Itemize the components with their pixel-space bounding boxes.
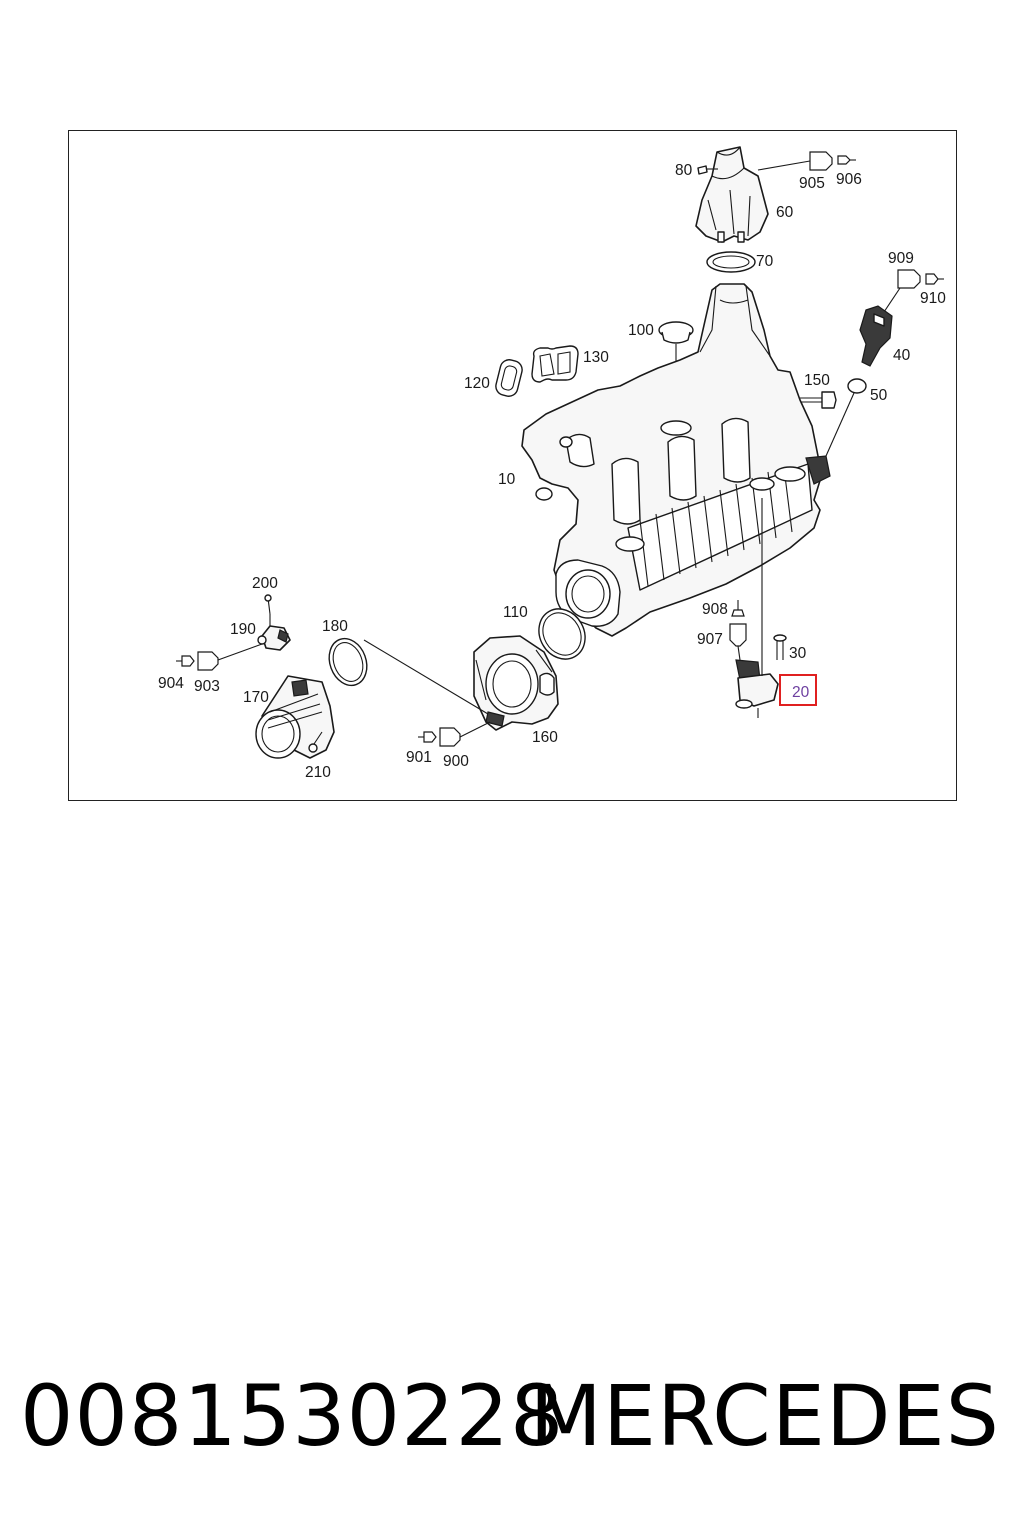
label-910: 910 — [920, 290, 946, 307]
part-130-gasket — [531, 345, 579, 383]
label-901: 901 — [406, 749, 432, 766]
label-907: 907 — [697, 631, 723, 648]
part-40-sensor — [859, 305, 893, 367]
label-905: 905 — [799, 175, 825, 192]
part-30-screw — [773, 634, 787, 660]
connector-906 — [837, 155, 856, 165]
label-170: 170 — [243, 689, 269, 706]
footer: 0081530228 MERCEDES — [0, 1366, 1024, 1476]
label-30: 30 — [789, 645, 807, 662]
part-150-bolt — [798, 391, 837, 409]
label-40: 40 — [893, 347, 911, 364]
label-70: 70 — [756, 253, 774, 270]
connector-905 — [757, 151, 833, 171]
part-170-actuator — [255, 675, 335, 759]
part-10-intake-manifold — [521, 283, 831, 637]
part-160-throttle-body — [473, 635, 559, 731]
connector-910 — [925, 273, 944, 285]
diagram-frame — [68, 130, 957, 801]
part-190-sensor — [257, 625, 291, 651]
connector-904 — [176, 655, 195, 667]
label-160: 160 — [532, 729, 558, 746]
part-70-oring — [706, 251, 756, 273]
connector-909 — [883, 269, 921, 313]
label-130: 130 — [583, 349, 609, 366]
label-900: 900 — [443, 753, 469, 770]
label-180: 180 — [322, 618, 348, 635]
highlight-box-20 — [779, 674, 817, 706]
label-20: 20 — [792, 684, 810, 701]
connector-901 — [418, 731, 437, 743]
part-80-screw — [697, 165, 718, 175]
part-120-gasket — [495, 359, 523, 397]
label-200: 200 — [252, 575, 278, 592]
connector-903 — [197, 643, 263, 671]
brand-name: MERCEDES — [529, 1367, 1000, 1465]
label-190: 190 — [230, 621, 256, 638]
label-50: 50 — [870, 387, 888, 404]
part-60-housing — [695, 146, 769, 243]
connector-908 — [731, 600, 745, 617]
part-number: 0081530228 — [20, 1367, 565, 1465]
label-10: 10 — [498, 471, 516, 488]
part-20-sensor — [735, 498, 779, 718]
label-210: 210 — [305, 764, 331, 781]
label-120: 120 — [464, 375, 490, 392]
label-903: 903 — [194, 678, 220, 695]
label-80: 80 — [675, 162, 693, 179]
label-909: 909 — [888, 250, 914, 267]
label-904: 904 — [158, 675, 184, 692]
connector-900 — [439, 721, 491, 747]
label-906: 906 — [836, 171, 862, 188]
label-150: 150 — [804, 372, 830, 389]
label-100: 100 — [628, 322, 654, 339]
label-60: 60 — [776, 204, 794, 221]
part-110-gasket — [538, 608, 586, 660]
part-210-screw — [308, 731, 323, 753]
part-50-ring — [847, 378, 867, 394]
part-200-screw — [264, 594, 272, 626]
label-110: 110 — [503, 604, 528, 621]
part-180-ring — [328, 637, 489, 715]
connector-907 — [729, 623, 747, 661]
label-908: 908 — [702, 601, 728, 618]
